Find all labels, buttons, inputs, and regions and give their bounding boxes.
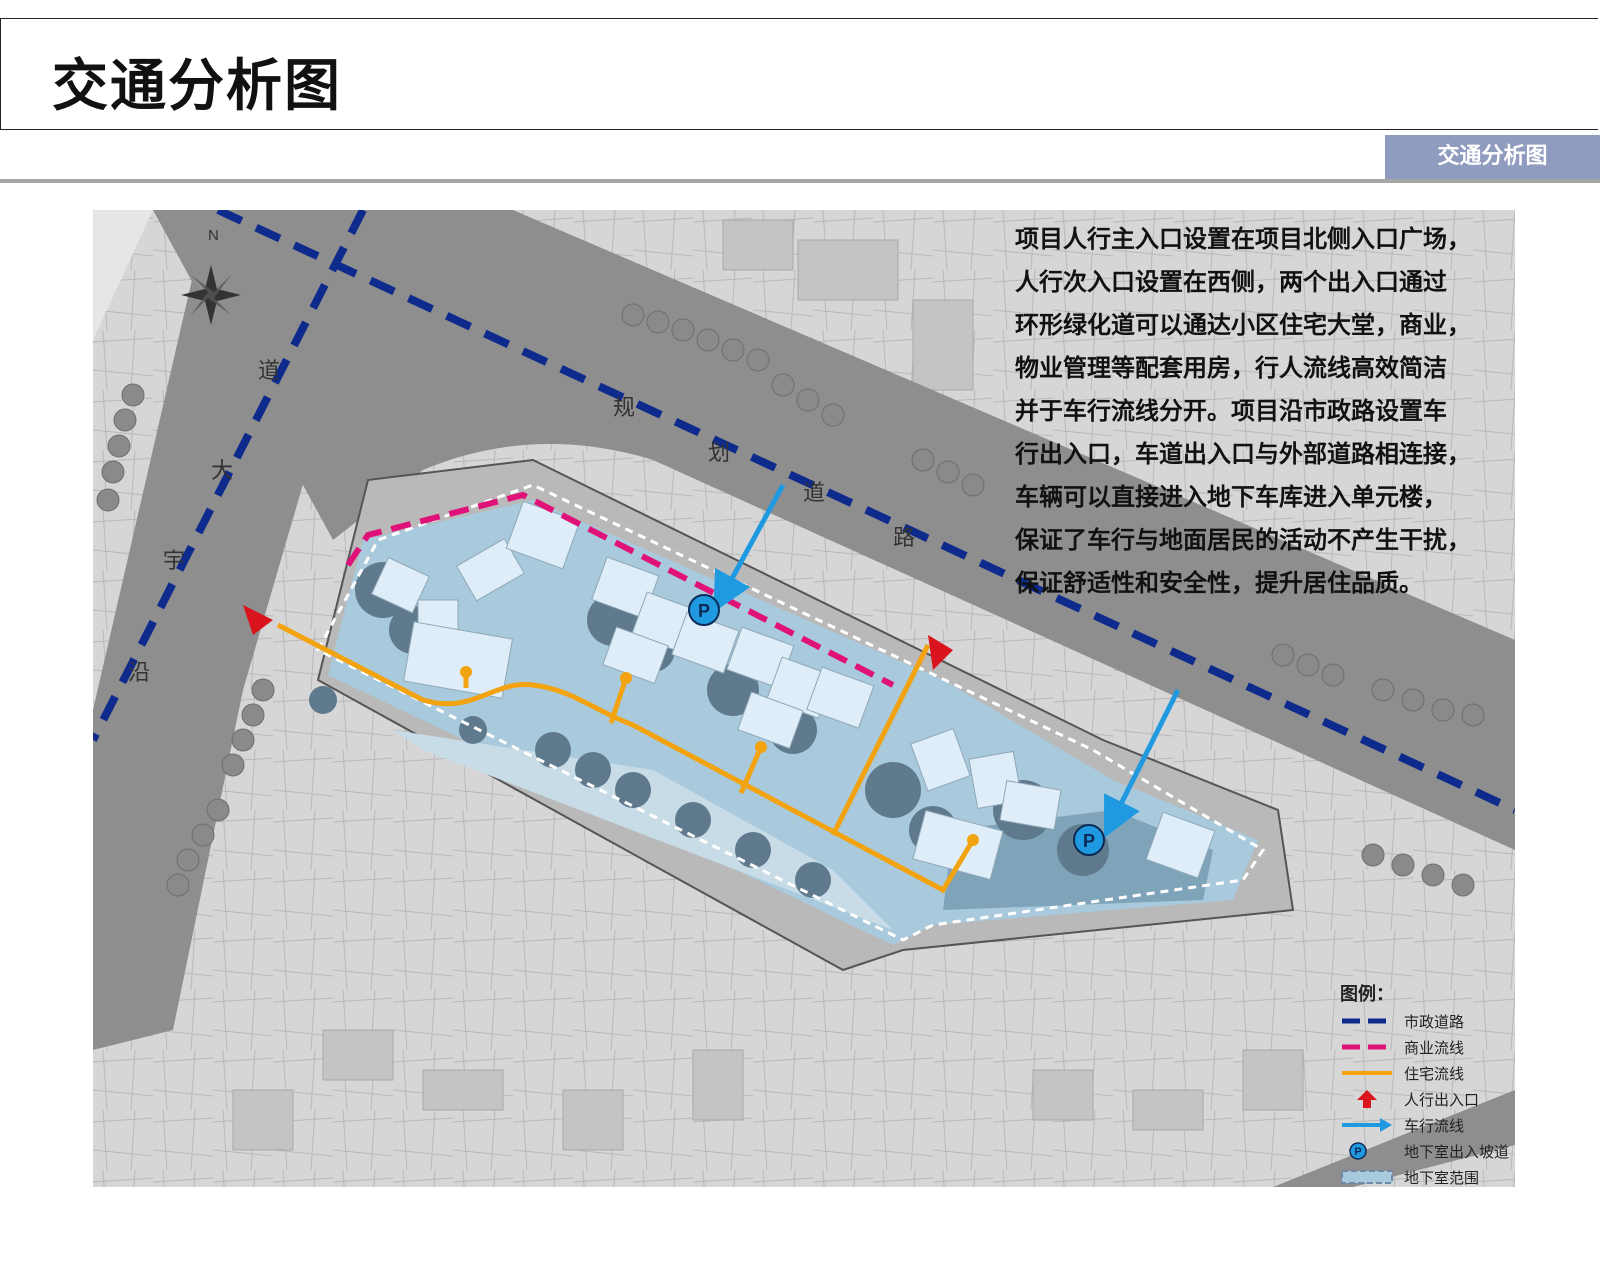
road-label-char: 路 bbox=[893, 526, 915, 551]
residential-flow-icon bbox=[1342, 1071, 1392, 1075]
residential-buildings bbox=[370, 500, 1216, 881]
section-divider bbox=[0, 179, 1600, 183]
vehicle-flow-arrows bbox=[713, 483, 1181, 838]
parking-ramp-icon: P bbox=[1349, 1142, 1367, 1160]
legend-label: 住宅流线 bbox=[1404, 1065, 1465, 1083]
parking-label-east: P bbox=[1083, 831, 1095, 851]
legend-label: 商业流线 bbox=[1404, 1039, 1465, 1057]
section-tab: 交通分析图 bbox=[1385, 135, 1600, 179]
description-line: 物业管理等配套用房，行人流线高效简洁 bbox=[1015, 354, 1447, 382]
description-line: 行出入口，车道出入口与外部道路相连接， bbox=[1015, 440, 1471, 468]
road-label-char: 道 bbox=[803, 481, 825, 506]
context-buildings bbox=[232, 219, 1304, 1151]
road-label-char: 宇 bbox=[163, 549, 185, 574]
commercial-flow-icon bbox=[1342, 1044, 1392, 1050]
legend-label: 车行流线 bbox=[1404, 1117, 1465, 1135]
description-line: 人行次入口设置在西侧，两个出入口通过 bbox=[1015, 268, 1447, 296]
compass-label: N bbox=[208, 227, 219, 244]
description-line: 项目人行主入口设置在项目北侧入口广场， bbox=[1015, 225, 1471, 253]
description-line: 并于车行流线分开。项目沿市政路设置车 bbox=[1015, 397, 1447, 425]
legend-label: 人行出入口 bbox=[1404, 1091, 1480, 1109]
basement-boundary-icon bbox=[1341, 1170, 1393, 1184]
description-line: 车辆可以直接进入地下车库进入单元楼， bbox=[1015, 483, 1447, 511]
description-line: 保证舒适性和安全性，提升居住品质。 bbox=[1015, 569, 1423, 597]
description-line: 环形绿化道可以通达小区住宅大堂，商业， bbox=[1015, 311, 1471, 339]
parking-label-north: P bbox=[698, 601, 710, 621]
legend-item-basement-boundary: 地下室范围 bbox=[1340, 1164, 1520, 1190]
residential-flow-nodes bbox=[460, 666, 979, 846]
basement-boundary-line bbox=[315, 483, 1266, 942]
description-text: 项目人行主入口设置在项目北侧入口广场， 人行次入口设置在西侧，两个出入口通过 环… bbox=[1015, 218, 1515, 605]
road-label-west: 沿 宇 大 道 bbox=[128, 359, 280, 686]
road-label-north: 规 划 道 路 bbox=[613, 396, 915, 551]
legend-item-residential-flow: 住宅流线 bbox=[1340, 1060, 1520, 1086]
road-label-char: 大 bbox=[211, 459, 233, 484]
legend-label: 地下室范围 bbox=[1404, 1169, 1480, 1187]
municipal-road-icon bbox=[1342, 1018, 1392, 1024]
title-bar: 交通分析图 bbox=[0, 18, 1598, 130]
pedestrian-entrance-icon bbox=[1357, 1090, 1377, 1108]
parking-ramps bbox=[688, 594, 1105, 856]
site-plan-map: P P N 沿 宇 大 道 规 划 道 路 bbox=[93, 210, 1515, 1187]
legend-item-parking-ramp: P 地下室出入坡道 bbox=[1340, 1138, 1520, 1164]
municipal-road-lines bbox=[93, 210, 1515, 814]
legend-item-municipal-road: 市政道路 bbox=[1340, 1008, 1520, 1034]
vehicle-flow-icon bbox=[1342, 1118, 1392, 1132]
street-trees bbox=[96, 303, 1485, 897]
legend-label: 地下室出入坡道 bbox=[1404, 1143, 1510, 1161]
road-label-char: 规 bbox=[613, 396, 635, 421]
legend-item-pedestrian-entrance: 人行出入口 bbox=[1340, 1086, 1520, 1112]
compass-icon bbox=[181, 265, 241, 325]
road-label-char: 划 bbox=[708, 441, 730, 466]
legend: 图例： 市政道路 商业流线 住宅流线 人行出入口 车行流线 P bbox=[1340, 980, 1520, 1190]
pedestrian-entrance-arrows bbox=[243, 605, 953, 670]
commercial-flow-line bbox=[345, 491, 895, 688]
site-plan-svg: P P N 沿 宇 大 道 规 划 道 路 bbox=[93, 210, 1515, 1187]
road-label-char: 道 bbox=[258, 359, 280, 384]
legend-item-vehicle-flow: 车行流线 bbox=[1340, 1112, 1520, 1138]
road-label-char: 沿 bbox=[128, 661, 150, 686]
legend-title: 图例： bbox=[1340, 984, 1394, 1005]
roads bbox=[93, 210, 1515, 1187]
description-line: 保证了车行与地面居民的活动不产生干扰， bbox=[1015, 526, 1471, 554]
legend-label: 市政道路 bbox=[1404, 1013, 1465, 1031]
legend-item-commercial-flow: 商业流线 bbox=[1340, 1034, 1520, 1060]
page-title: 交通分析图 bbox=[52, 54, 342, 119]
parking-ramp-icon-label: P bbox=[1354, 1146, 1361, 1158]
